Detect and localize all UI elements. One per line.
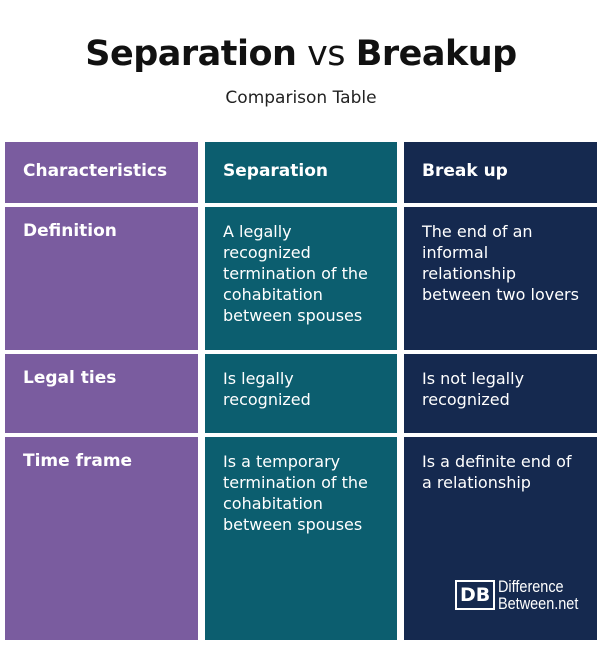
cell-breakup-legal-ties: Is not legally recognized xyxy=(404,354,597,433)
logo-mark: DB xyxy=(455,580,496,610)
cell-breakup-definition: The end of an informal relationship betw… xyxy=(404,207,597,350)
title-left: Separation xyxy=(85,34,297,74)
logo-line1: Difference xyxy=(498,577,564,596)
title-vs: vs xyxy=(307,34,346,74)
row-label-legal-ties: Legal ties xyxy=(5,354,198,433)
title-right: Breakup xyxy=(355,34,518,74)
header-breakup: Break up xyxy=(404,142,597,203)
header-characteristics: Characteristics xyxy=(5,142,198,203)
page-title: Separation vs Breakup xyxy=(0,34,602,74)
row-label-time-frame: Time frame xyxy=(5,437,198,640)
header-separation: Separation xyxy=(205,142,397,203)
subtitle: Comparison Table xyxy=(225,88,377,108)
logo-line2: Between.net xyxy=(498,594,579,613)
cell-separation-time-frame: Is a temporary termination of the cohabi… xyxy=(205,437,397,640)
row-label-definition: Definition xyxy=(5,207,198,350)
cell-separation-definition: A legally recognized termination of the … xyxy=(205,207,397,350)
cell-separation-legal-ties: Is legally recognized xyxy=(205,354,397,433)
cell-breakup-time-frame: Is a definite end of a relationship xyxy=(404,437,597,640)
